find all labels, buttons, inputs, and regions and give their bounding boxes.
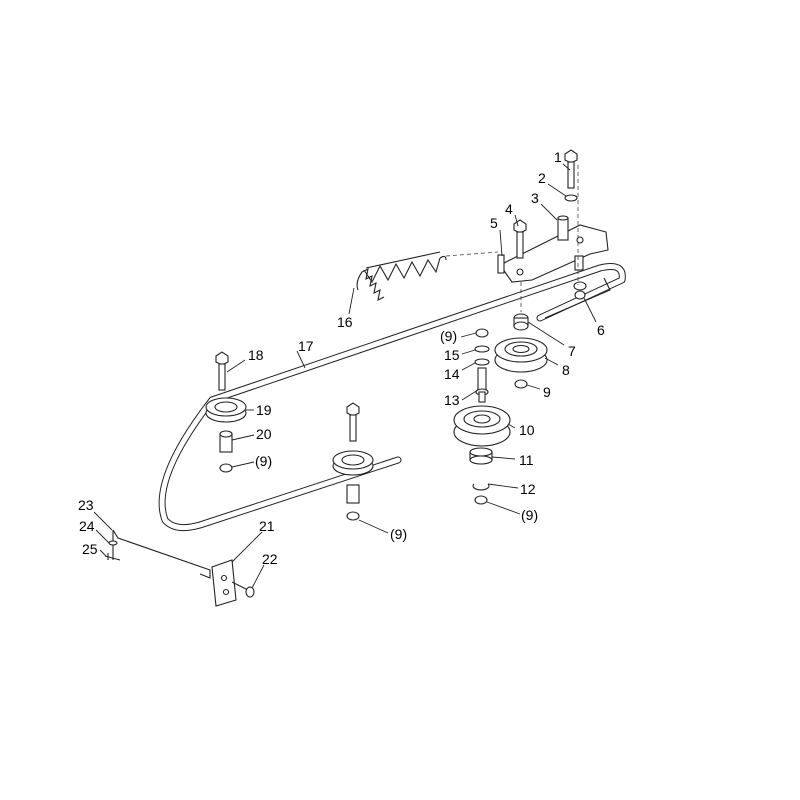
label-2: 2 [538,170,546,186]
label-5: 5 [490,215,498,231]
shaft-13 [475,367,489,403]
belt [158,263,626,532]
label-8: 8 [562,362,570,378]
label-13: 13 [444,392,460,408]
idler-arm [497,224,609,283]
bracket-21 [211,559,237,607]
spacer-center [346,484,360,504]
label-20: 20 [256,426,272,442]
washer-15 [474,345,490,353]
label-9c: (9) [521,507,538,523]
label-18: 18 [248,347,264,363]
label-15: 15 [444,347,460,363]
washer-14 [474,358,490,366]
label-11: 11 [519,452,534,468]
pin-25 [104,553,121,561]
label-21: 21 [259,518,275,534]
label-1: 1 [554,149,562,165]
nut-9c [474,495,488,505]
bolt-1 [564,149,578,189]
pulley-10 [453,405,511,447]
rod-23 [112,529,211,579]
label-24: 24 [79,518,95,534]
pulley-19 [205,397,247,423]
bearing-11 [469,447,493,465]
snap-ring-12 [472,483,490,491]
pulley-center [332,450,374,476]
label-23: 23 [78,497,94,513]
pulley-8 [494,337,548,373]
label-6: 6 [597,322,605,338]
nut-9d [219,463,233,473]
label-22: 22 [262,551,278,567]
label-9a: 9 [543,384,551,400]
bolt-22 [231,581,255,598]
nut-9e [346,511,360,521]
bolt-18 [215,351,229,391]
label-14: 14 [444,366,460,382]
label-12: 12 [520,481,536,497]
spacer-3 [557,215,569,241]
label-25: 25 [82,541,98,557]
label-10: 10 [519,422,535,438]
spacer-20 [219,430,233,453]
bolt-center [346,402,360,442]
leader-lines [93,163,597,589]
label-9b: (9) [440,328,457,344]
nut-9b [475,328,489,338]
label-9d: (9) [255,453,272,469]
label-3: 3 [531,190,539,206]
label-19: 19 [256,402,272,418]
label-4: 4 [505,201,513,217]
label-17: 17 [298,338,314,354]
nut-6 [573,255,587,300]
spacer-7 [513,313,529,331]
clip-24 [108,540,118,546]
label-9e: (9) [390,526,407,542]
labels: 1 2 3 4 5 6 7 8 9 (9) (9) (9) (9) 10 11 … [78,149,605,567]
spring [356,251,499,301]
label-16: 16 [337,314,353,330]
label-7: 7 [568,343,576,359]
nut-9a [514,379,528,389]
washer-2 [564,194,578,202]
